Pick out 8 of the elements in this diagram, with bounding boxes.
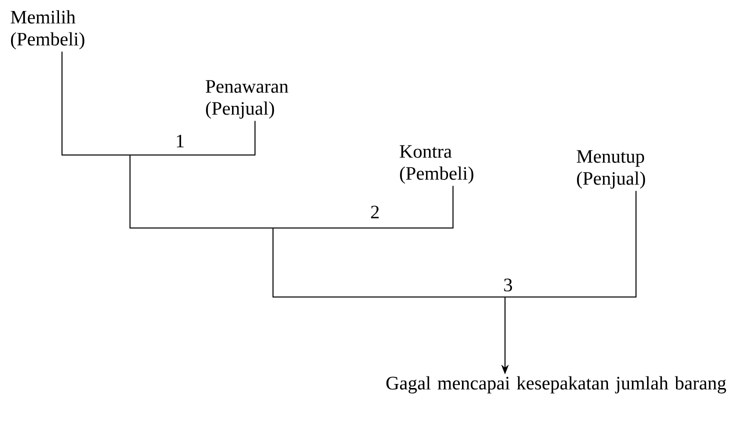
step-number: 3	[504, 278, 512, 292]
step-number: 1	[176, 134, 184, 148]
text-label: Gagal mencapai kesepakatan jumlah barang	[386, 376, 726, 394]
text-label: Memilih (Pembeli)	[10, 10, 84, 50]
text-label: Menutup (Penjual)	[576, 150, 646, 189]
text-label: Kontra (Pembeli)	[400, 145, 474, 184]
step-number: 2	[371, 206, 379, 218]
text-label: Penawaran (Penjual)	[206, 80, 288, 119]
